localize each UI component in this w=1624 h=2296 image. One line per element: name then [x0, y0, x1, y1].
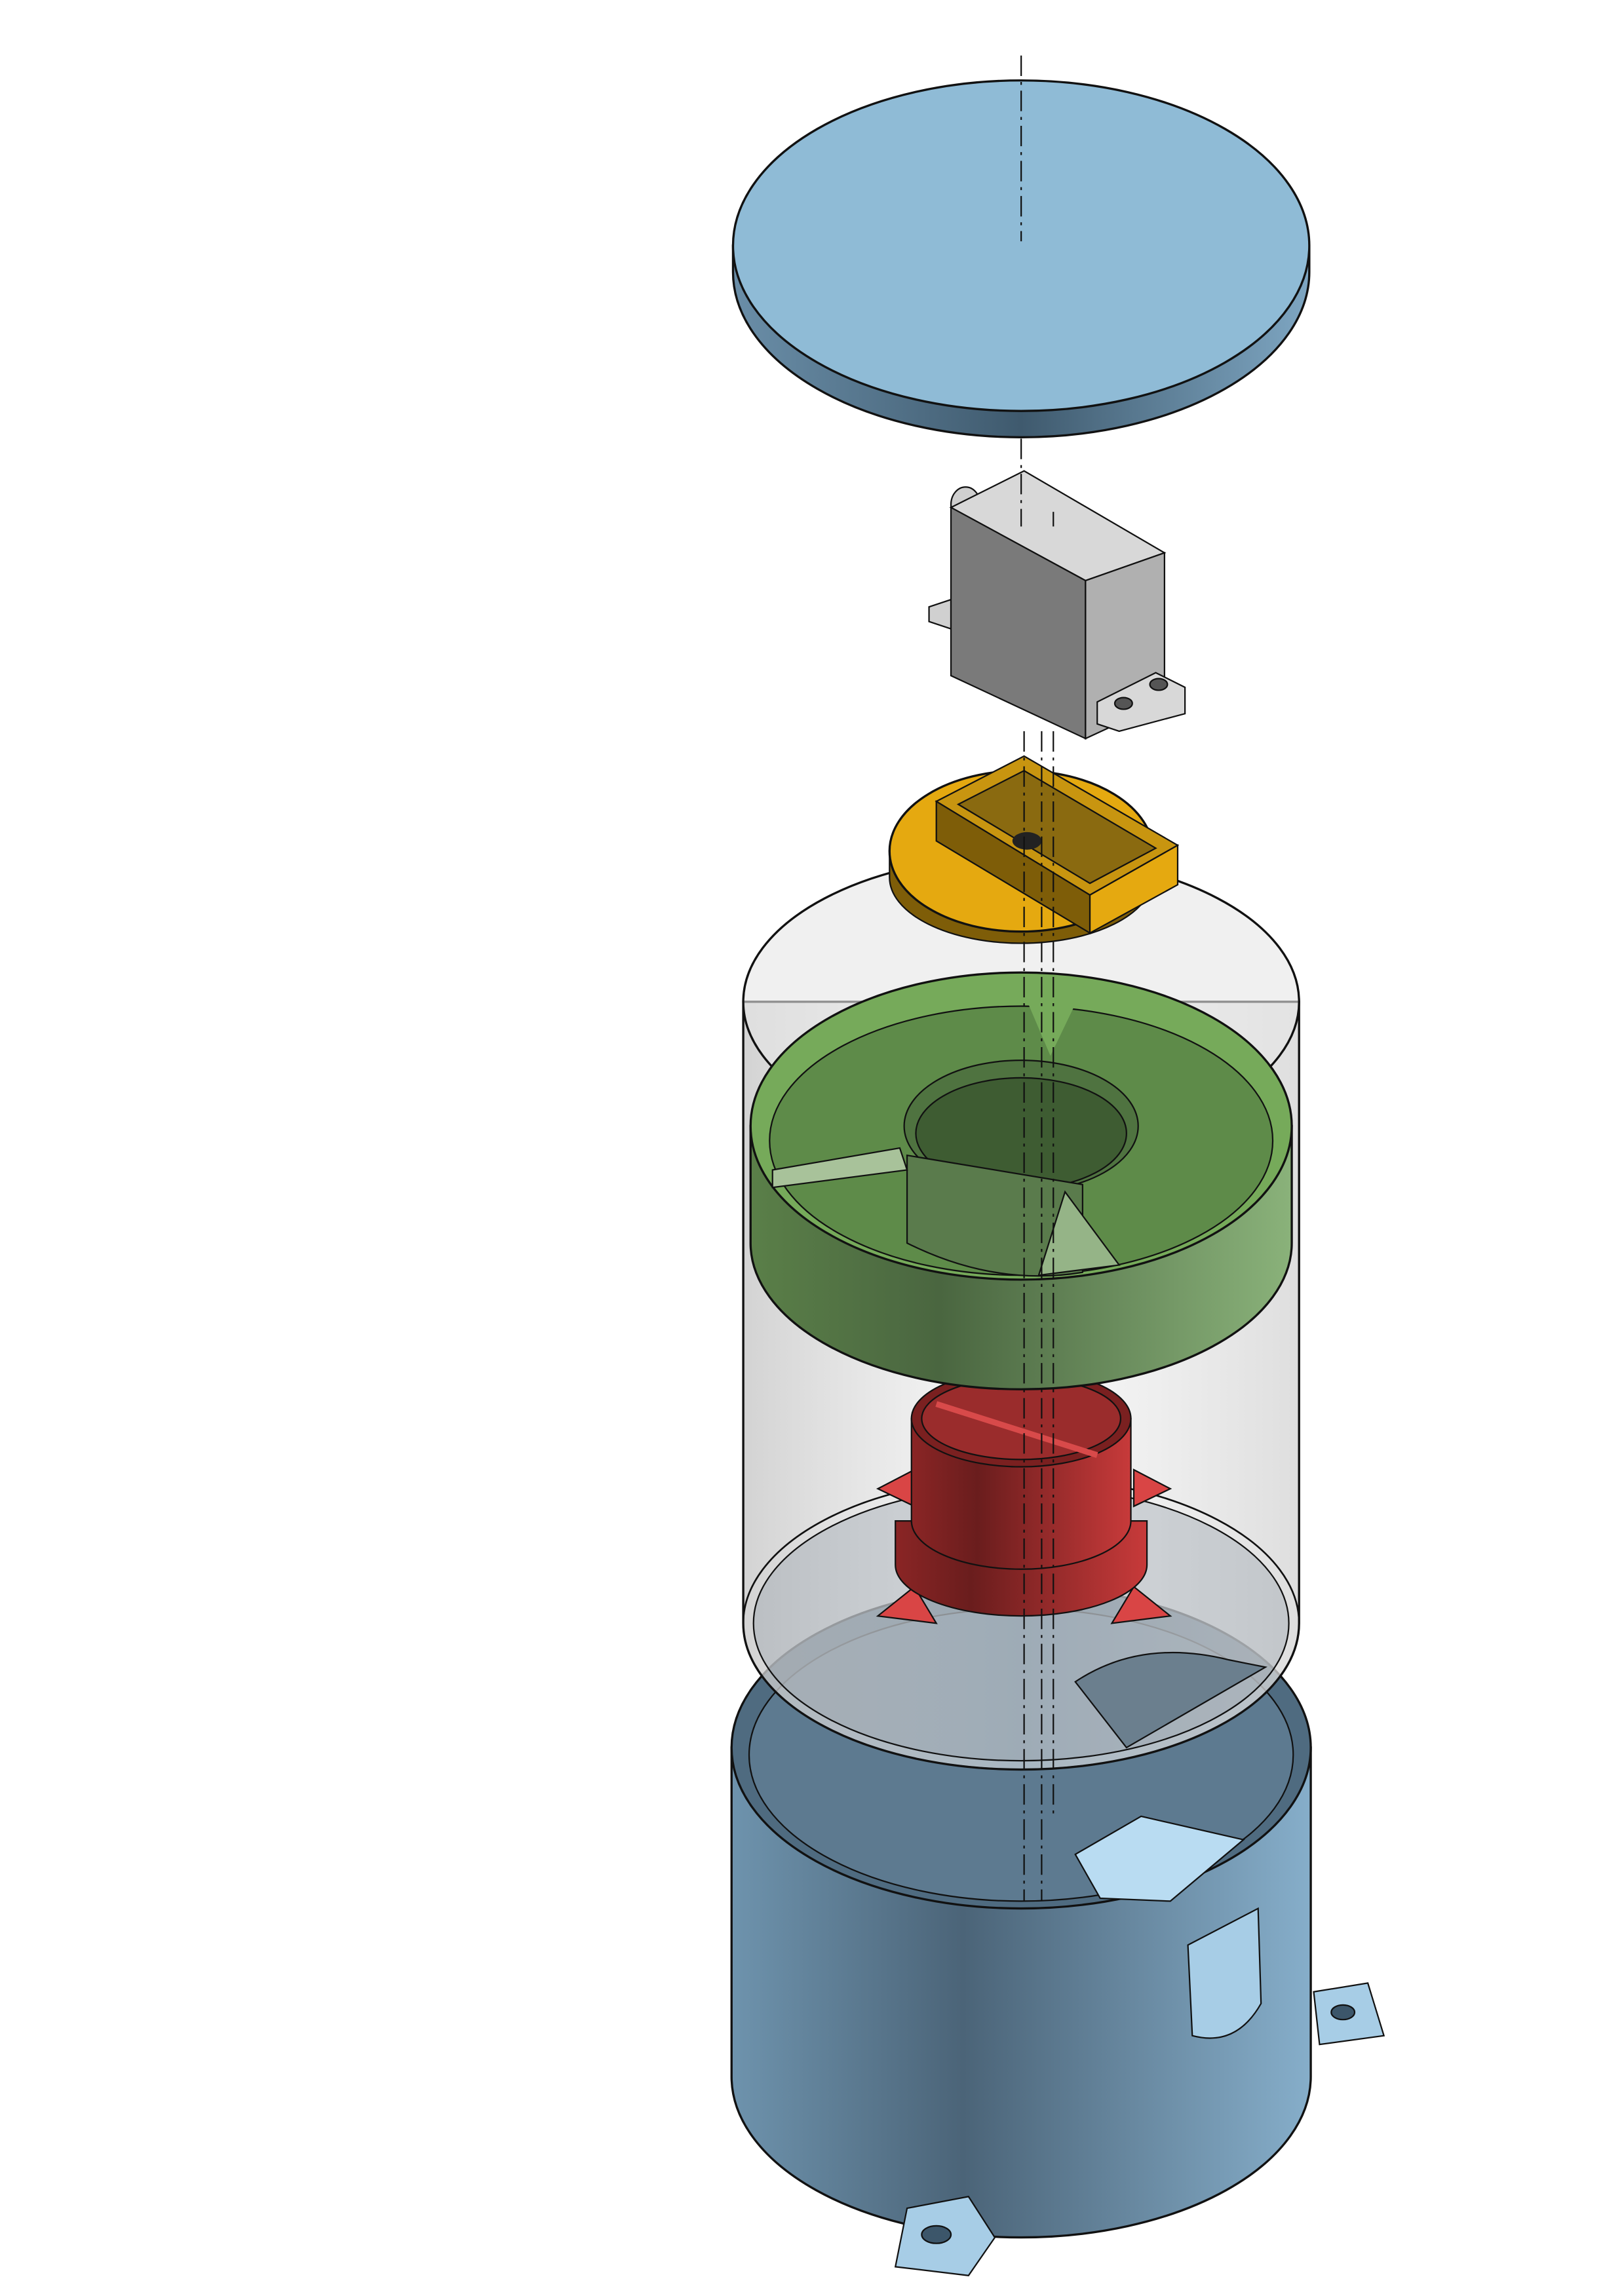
assembly-axis-lines — [1020, 55, 1054, 1902]
servo-mount-part — [888, 755, 1180, 944]
rotor-hub-part — [876, 1369, 1172, 1624]
funnel-ring-part — [749, 971, 1293, 1390]
lid-part — [731, 79, 1311, 438]
servo-part — [928, 470, 1186, 740]
